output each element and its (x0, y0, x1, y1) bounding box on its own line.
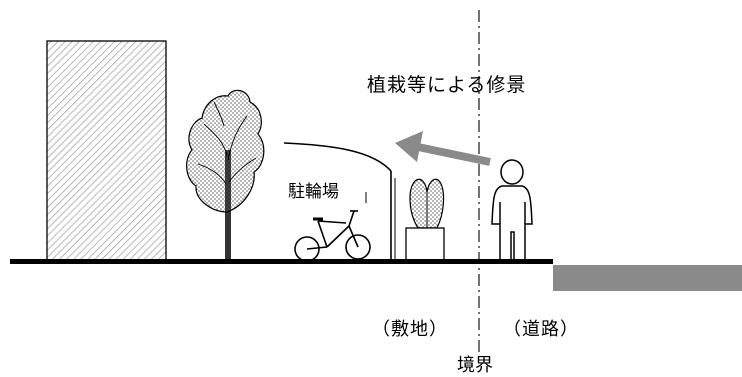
tree-icon (186, 89, 265, 262)
building-icon (46, 40, 167, 262)
bicycle-shelter-icon (283, 142, 396, 261)
site-label: （敷地） (372, 319, 448, 340)
screening-label: 植栽等による修景 (367, 74, 527, 96)
bicycle-parking-label: 駐輪場 (288, 182, 339, 202)
boundary-label: 境界 (457, 355, 493, 376)
road-label: （道路） (503, 319, 579, 340)
bicycle-icon (294, 210, 371, 262)
planter-shrub-icon (405, 178, 445, 262)
ground-line (10, 259, 553, 264)
person-icon (491, 159, 533, 261)
road-surface (553, 265, 742, 291)
arrow-icon (395, 131, 491, 166)
